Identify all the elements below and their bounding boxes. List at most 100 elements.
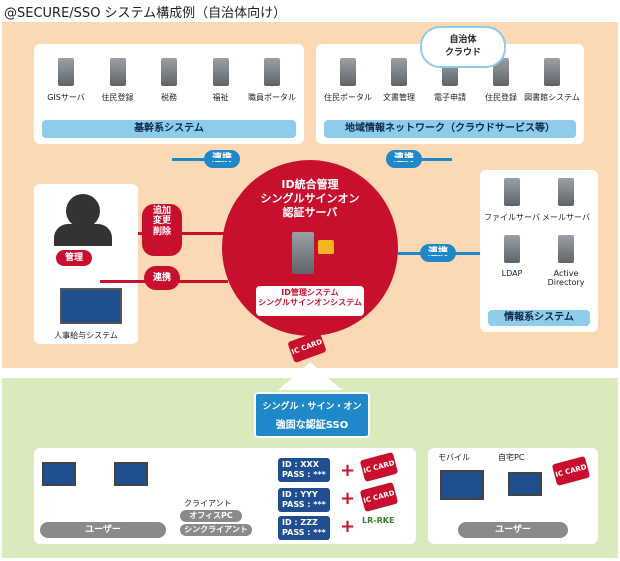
cloud-icon: 自治体 クラウド [420, 26, 506, 68]
server-icon [212, 58, 229, 86]
credential-1: ID : XXX PASS : *** [278, 458, 330, 482]
server-item: ファイルサーバ [484, 178, 540, 235]
sso-up-arrow [278, 362, 342, 390]
renkei-info-arrow [398, 252, 480, 255]
add-change-arrow [138, 232, 228, 235]
client-box: クライアント オフィスPC シンクライアント ユーザー ID : XXX PAS… [34, 448, 416, 544]
server-label: Active Directory [547, 268, 585, 287]
plus-icon: + [340, 488, 356, 509]
ic-card-icon: IC CARD [359, 481, 399, 513]
core-system-label: 基幹系システム [42, 120, 296, 138]
server-item: 福祉 [197, 58, 245, 114]
mobile-box: モバイル 自宅PC IC CARD ユーザー [428, 448, 598, 544]
ic-card-icon: IC CARD [359, 451, 399, 483]
server-icon [264, 58, 280, 86]
server-item: 住民ポータル [324, 58, 372, 114]
server-icon [161, 58, 177, 86]
server-label: LDAP [501, 268, 523, 278]
server-item: 住民登録 [94, 58, 142, 114]
auth-server-icon [292, 232, 314, 274]
hr-system-label: 人事給与システム [54, 331, 118, 340]
sso-banner-line1: シングル・サイン・オン [262, 402, 362, 412]
sso-banner: シングル・サイン・オン 強固な認証SSO [254, 392, 370, 438]
server-icon [109, 58, 126, 86]
credential-id: ID : YYY [282, 490, 318, 499]
home-pc-label: 自宅PC [498, 453, 525, 462]
credential-3: ID : ZZZ PASS : *** [278, 516, 330, 540]
server-item: 住民登録 [477, 58, 525, 114]
server-label: 住民登録 [485, 93, 517, 102]
renkei-left-badge: 連携 [144, 266, 180, 290]
server-label: 福祉 [212, 93, 229, 102]
core-server-list: GISサーバ 住民登録 税務 福祉 職員ポータル [42, 58, 296, 114]
server-icon [504, 234, 520, 263]
server-label: 電子申請 [434, 93, 466, 102]
server-icon [544, 58, 560, 86]
credential-pass: PASS : *** [282, 500, 326, 509]
server-item: Active Directory [540, 234, 592, 299]
client-label: クライアント [184, 499, 232, 508]
server-item: LDAP [486, 234, 538, 299]
admin-body-icon [54, 224, 112, 246]
server-icon [58, 58, 74, 86]
plus-icon: + [340, 460, 356, 481]
plus-icon: + [340, 516, 356, 537]
server-icon [391, 58, 407, 86]
server-icon [558, 178, 574, 206]
mobile-label: モバイル [438, 453, 470, 462]
kanri-badge: 管理 [56, 250, 92, 266]
add-change-delete-badge: 追加 変更 削除 [142, 204, 182, 256]
ic-card-icon: IC CARD [551, 455, 591, 487]
server-item: 文書管理 [375, 58, 423, 114]
regional-network-label: 地域情報ネットワーク（クラウドサービス等） [324, 120, 576, 138]
server-icon [558, 234, 574, 263]
client-user-label: ユーザー [40, 522, 166, 538]
info-system-box: ファイルサーバメールサーバ LDAP Active Directory 情報系システ… [480, 170, 598, 332]
server-label: GISサーバ [47, 93, 85, 102]
credential-id: ID : ZZZ [282, 518, 318, 527]
admin-person-icon [66, 194, 100, 228]
server-item: メールサーバ [540, 178, 592, 235]
lock-icon [318, 240, 334, 254]
server-label: 住民登録 [101, 93, 134, 102]
server-label: ファイルサーバ [484, 213, 540, 222]
credential-2: ID : YYY PASS : *** [278, 488, 330, 512]
credential-id: ID : XXX [282, 460, 319, 469]
sso-banner-line2: 強固な認証SSO [275, 420, 349, 431]
renkei-core-arrow [172, 158, 238, 161]
auth-server-circle: ID統合管理 シングルサインオン 認証サーバ ID管理システム シングルサインオ… [222, 160, 398, 336]
server-item: 職員ポータル [248, 58, 296, 114]
reader-icon: LR-RKE [362, 516, 395, 525]
server-item: GISサーバ [42, 58, 90, 114]
hr-monitor-icon [60, 288, 122, 324]
client-monitor-icon [42, 462, 76, 486]
server-label: 文書管理 [383, 93, 415, 102]
info-server-list: ファイルサーバメールサーバ LDAP Active Directory [484, 178, 592, 299]
office-pc-label: オフィスPC [180, 510, 242, 522]
server-item: 税務 [145, 58, 193, 114]
hr-box: 管理 人事給与システム [34, 184, 138, 344]
cloud-label: 自治体 クラウド [444, 35, 481, 58]
thin-client-label: シンクライアント [180, 524, 252, 536]
server-label: 職員ポータル [248, 93, 296, 102]
id-management-label: ID管理システム シングルサインオンシステム [256, 286, 364, 316]
server-label: 図書館システム [524, 93, 580, 102]
page-title: @SECURE/SSO システム構成例（自治体向け） [4, 6, 287, 21]
mobile-user-label: ユーザー [458, 522, 568, 538]
core-system-box: GISサーバ 住民登録 税務 福祉 職員ポータル 基幹系システム [34, 44, 304, 144]
client-monitor-icon [114, 462, 148, 486]
credential-pass: PASS : *** [282, 528, 326, 537]
server-icon [504, 178, 520, 206]
home-monitor-icon [508, 472, 542, 496]
laptop-icon [440, 470, 484, 500]
auth-server-title: ID統合管理 シングルサインオン 認証サーバ [260, 178, 360, 219]
renkei-network-arrow [386, 158, 452, 161]
server-label: メールサーバ [542, 213, 590, 222]
server-label: 住民ポータル [324, 93, 372, 102]
server-item: 図書館システム [524, 58, 580, 114]
credential-pass: PASS : *** [282, 470, 326, 479]
info-system-label: 情報系システム [488, 310, 590, 326]
server-icon [340, 58, 356, 86]
server-label: 税務 [161, 93, 177, 102]
server-icon [493, 58, 509, 86]
